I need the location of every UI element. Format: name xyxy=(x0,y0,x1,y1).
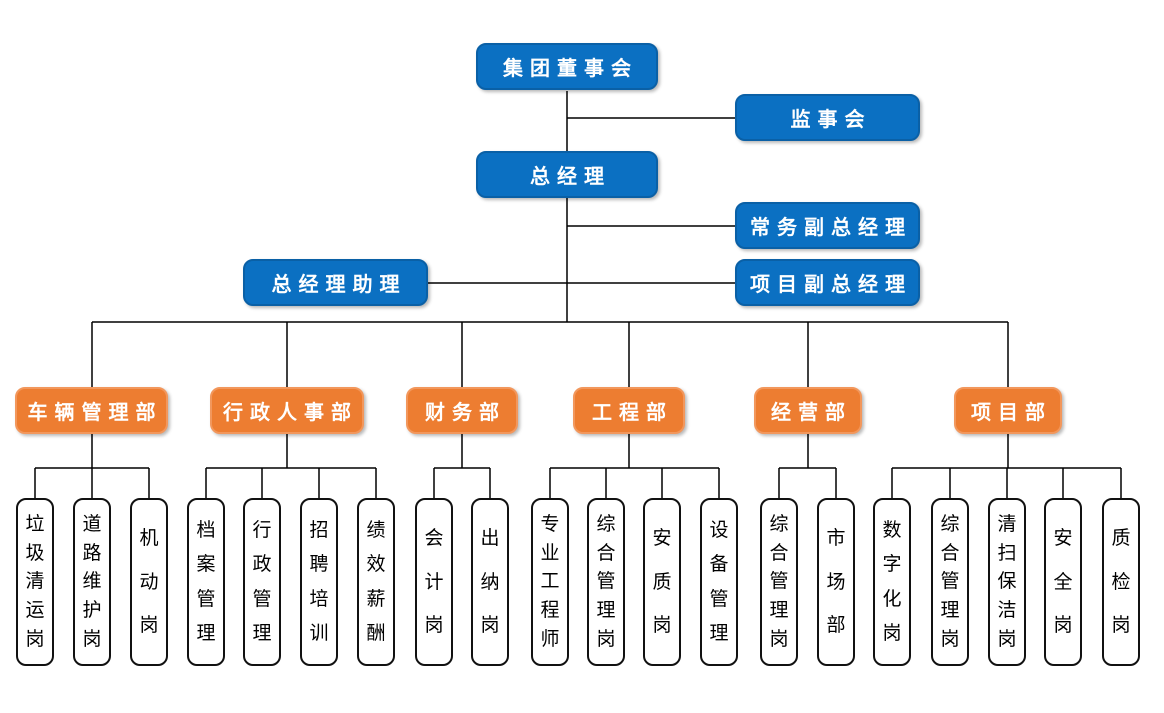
department-label: 财务部 xyxy=(425,402,506,424)
department-node-engineering: 工程部 xyxy=(573,387,685,434)
board-label: 集团董事会 xyxy=(503,58,638,80)
position-box: 综合管理岗 xyxy=(760,498,798,666)
department-node-finance: 财务部 xyxy=(406,387,518,434)
position-box: 出纳岗 xyxy=(471,498,509,666)
position-box: 垃圾清运岗 xyxy=(16,498,54,666)
position-box: 行政管理 xyxy=(243,498,281,666)
position-box: 市场部 xyxy=(817,498,855,666)
supervisory-node: 监事会 xyxy=(735,94,920,141)
position-box: 安全岗 xyxy=(1044,498,1082,666)
position-box: 设备管理 xyxy=(700,498,738,666)
department-label: 经营部 xyxy=(771,402,852,424)
executive-deputy-gm-label: 常务副总经理 xyxy=(750,217,912,239)
gm-node: 总经理 xyxy=(476,151,658,198)
position-box: 数字化岗 xyxy=(873,498,911,666)
department-label: 工程部 xyxy=(592,402,673,424)
position-box: 安质岗 xyxy=(643,498,681,666)
position-box: 会计岗 xyxy=(415,498,453,666)
position-box: 综合管理岗 xyxy=(587,498,625,666)
gm-assistant-node: 总经理助理 xyxy=(243,259,428,306)
gm-label: 总经理 xyxy=(530,166,611,188)
department-label: 项目部 xyxy=(971,402,1052,424)
executive-deputy-gm-node: 常务副总经理 xyxy=(735,202,920,249)
department-node-admin-hr: 行政人事部 xyxy=(210,387,364,434)
project-deputy-gm-node: 项目副总经理 xyxy=(735,259,920,306)
project-deputy-gm-label: 项目副总经理 xyxy=(750,274,912,296)
position-box: 道路维护岗 xyxy=(73,498,111,666)
department-node-project: 项目部 xyxy=(954,387,1062,434)
department-label: 行政人事部 xyxy=(223,402,358,424)
supervisory-label: 监事会 xyxy=(790,109,872,131)
department-node-vehicle-management: 车辆管理部 xyxy=(15,387,168,434)
position-box: 清扫保洁岗 xyxy=(988,498,1026,666)
position-box: 档案管理 xyxy=(187,498,225,666)
position-box: 综合管理岗 xyxy=(931,498,969,666)
position-box: 机动岗 xyxy=(130,498,168,666)
department-label: 车辆管理部 xyxy=(27,402,163,424)
position-box: 招聘培训 xyxy=(300,498,338,666)
position-box: 质检岗 xyxy=(1102,498,1140,666)
position-box: 专业工程师 xyxy=(531,498,569,666)
gm-assistant-label: 总经理助理 xyxy=(271,274,407,296)
board-node: 集团董事会 xyxy=(476,43,658,90)
department-node-operations: 经营部 xyxy=(754,387,862,434)
position-box: 绩效薪酬 xyxy=(357,498,395,666)
